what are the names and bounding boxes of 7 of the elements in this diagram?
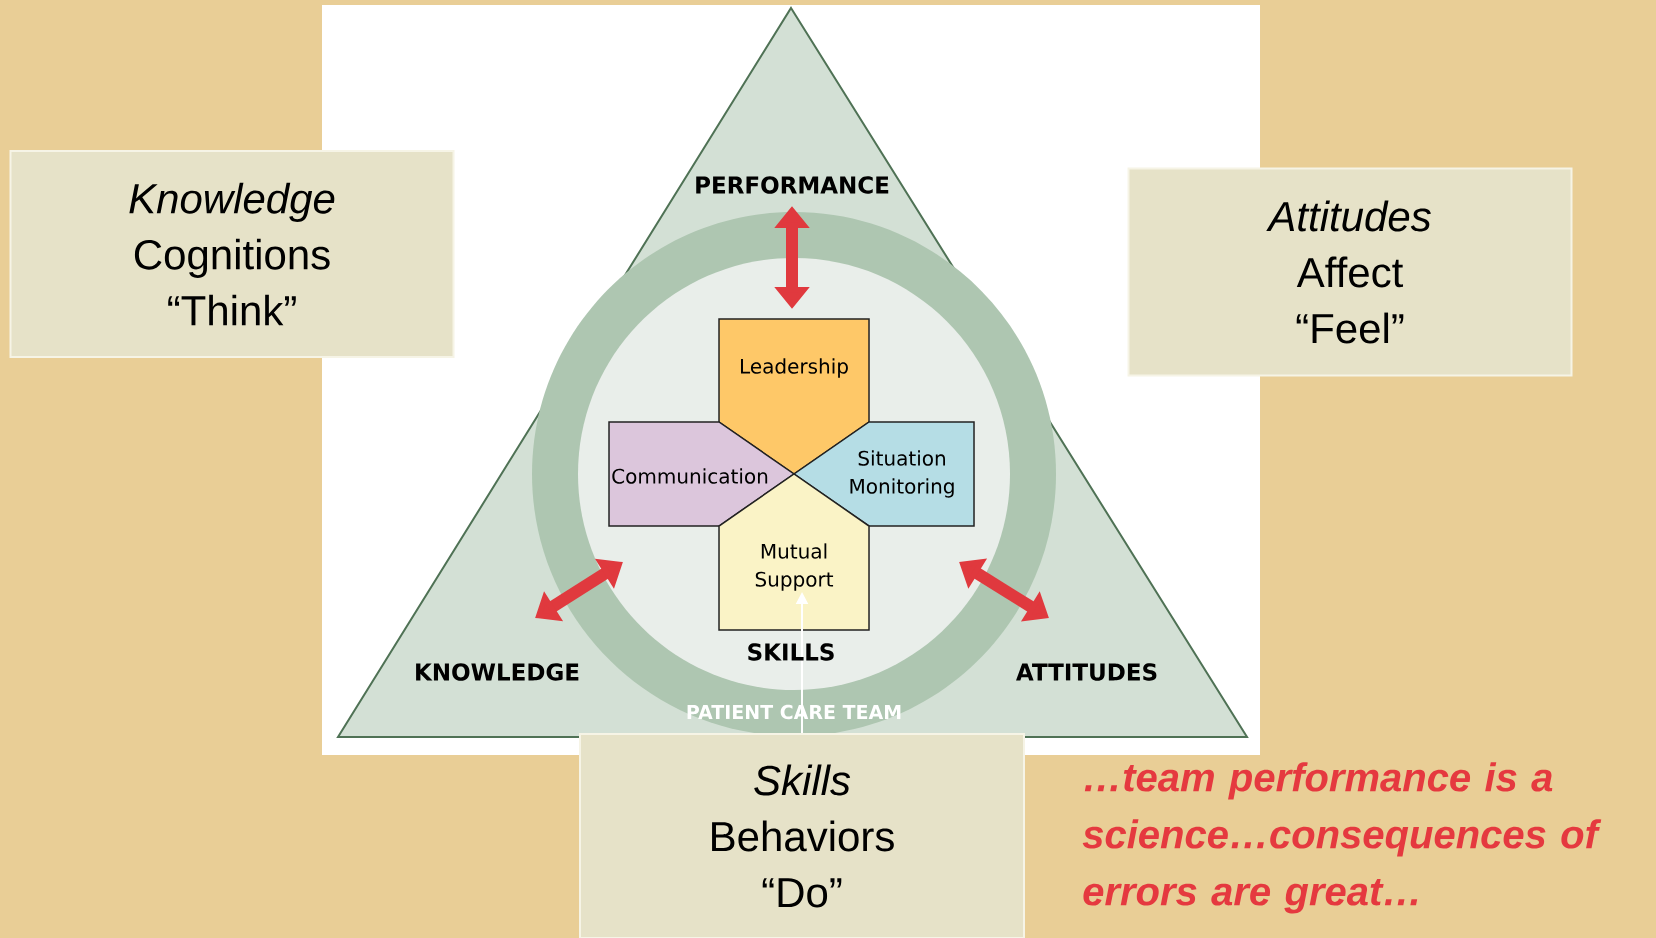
text-box: Attitudes Affect “Feel” (1127, 167, 1573, 377)
axis-label: PERFORMANCE (696, 176, 889, 194)
text-box: Knowledge Cognitions “Think” (9, 150, 455, 358)
skill-block: Communication (608, 421, 796, 527)
note-text: …team performance is a science…consequences of errors are great… (1082, 762, 1602, 914)
text-box: Skills Behaviors “Do” (579, 733, 1025, 938)
axis-label: SKILLS (748, 643, 834, 661)
